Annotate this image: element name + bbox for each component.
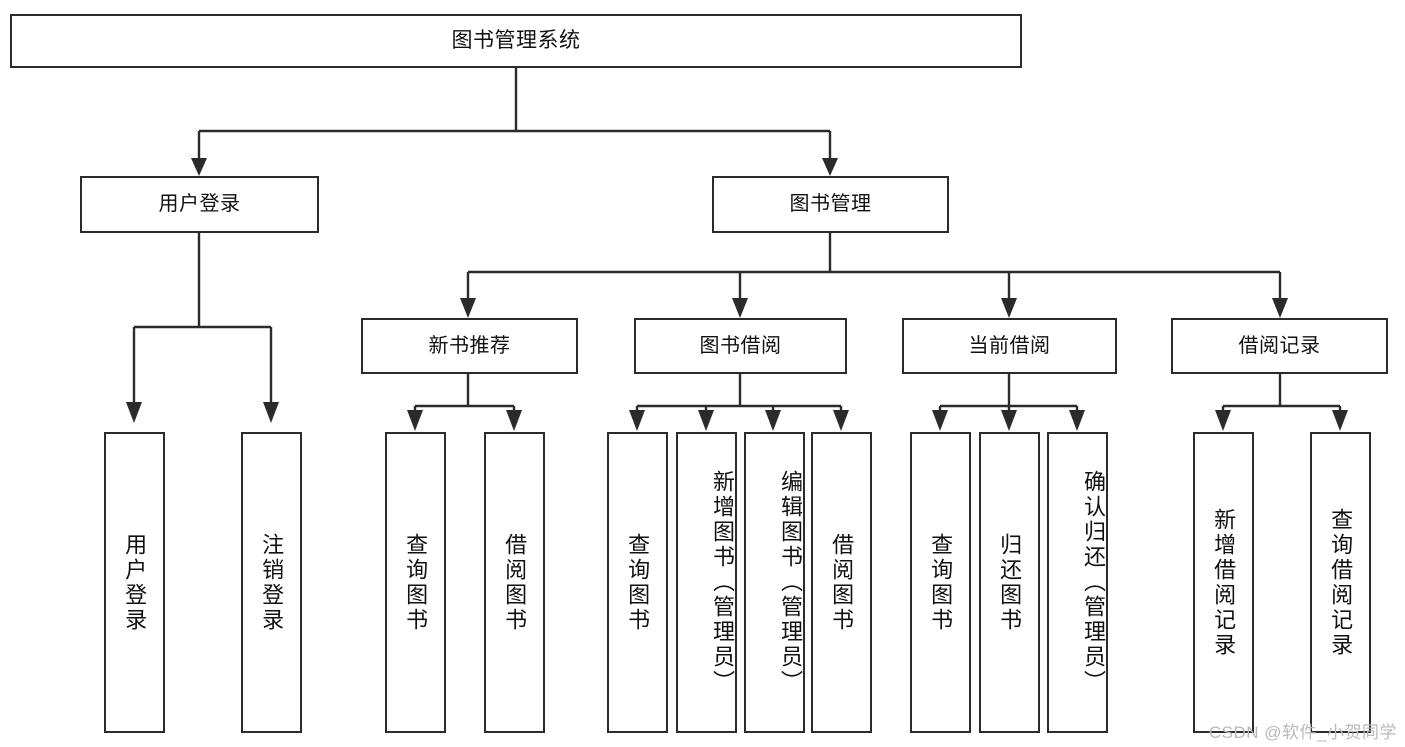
leaf-current-return-book[interactable]: 归还图书	[979, 432, 1040, 733]
node-current-borrow[interactable]: 当前借阅	[902, 318, 1117, 374]
node-book-borrow[interactable]: 图书借阅	[634, 318, 847, 374]
leaf-label: 查询借阅记录	[1328, 507, 1354, 658]
leaf-label: 借阅图书	[502, 532, 528, 633]
leaf-user-login-signin[interactable]: 用户登录	[104, 432, 165, 733]
leaf-label: 查询图书	[625, 532, 651, 633]
leaf-label: 新增借阅记录	[1211, 507, 1237, 658]
leaf-label: 确认归还（管理员）	[1081, 470, 1106, 695]
leaf-label: 编辑图书（管理员）	[778, 470, 803, 695]
leaf-label: 注销登录	[259, 532, 285, 633]
leaf-borrow-add-book-admin[interactable]: 新增图书（管理员）	[676, 432, 737, 733]
leaf-label: 借阅图书	[829, 532, 855, 633]
leaf-label: 查询图书	[403, 532, 429, 633]
node-borrow-records[interactable]: 借阅记录	[1171, 318, 1388, 374]
leaf-current-query-book[interactable]: 查询图书	[910, 432, 971, 733]
node-new-book-recommend[interactable]: 新书推荐	[361, 318, 578, 374]
node-root-system[interactable]: 图书管理系统	[10, 14, 1022, 68]
leaf-label: 归还图书	[997, 532, 1023, 633]
leaf-borrow-query-book[interactable]: 查询图书	[607, 432, 668, 733]
leaf-label: 新增图书（管理员）	[710, 470, 735, 695]
leaf-borrow-edit-book-admin[interactable]: 编辑图书（管理员）	[744, 432, 805, 733]
leaf-current-confirm-return-admin[interactable]: 确认归还（管理员）	[1047, 432, 1108, 733]
csdn-watermark: CSDN @软件_小贺同学	[1208, 723, 1397, 742]
node-book-management[interactable]: 图书管理	[712, 176, 949, 233]
leaf-records-query-record[interactable]: 查询借阅记录	[1310, 432, 1371, 733]
leaf-records-add-record[interactable]: 新增借阅记录	[1193, 432, 1254, 733]
leaf-new-book-borrow[interactable]: 借阅图书	[484, 432, 545, 733]
leaf-label: 用户登录	[122, 532, 148, 633]
leaf-borrow-borrow-book[interactable]: 借阅图书	[811, 432, 872, 733]
leaf-new-book-query[interactable]: 查询图书	[385, 432, 446, 733]
node-user-login[interactable]: 用户登录	[80, 176, 319, 233]
leaf-label: 查询图书	[928, 532, 954, 633]
leaf-user-login-signout[interactable]: 注销登录	[241, 432, 302, 733]
